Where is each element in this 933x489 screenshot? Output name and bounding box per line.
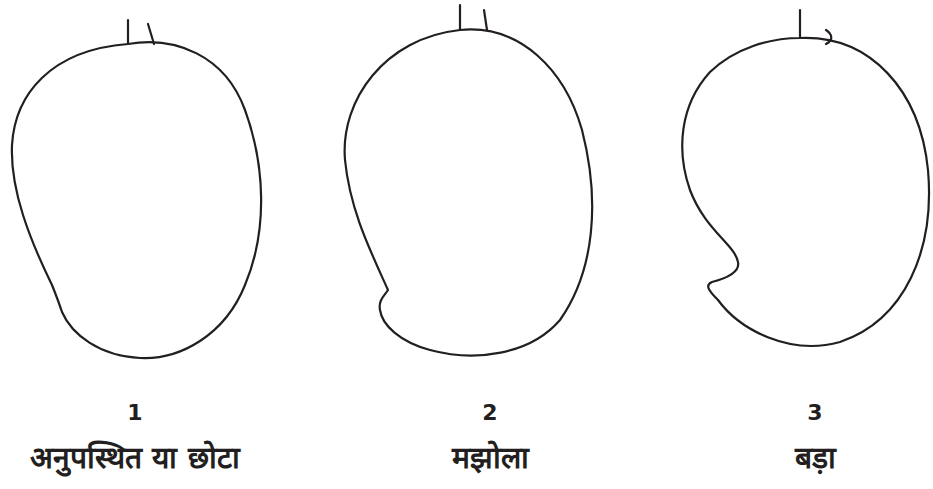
callout-number: 3 (807, 400, 822, 425)
stalk (148, 24, 154, 44)
size-label: बड़ा (795, 436, 836, 477)
stalk (826, 30, 831, 44)
stalk (127, 20, 129, 44)
fruit-outline (345, 29, 593, 355)
fruit-outline (12, 42, 261, 358)
callout-number: 2 (482, 400, 497, 425)
stalk (459, 5, 461, 30)
fruit-outline (682, 38, 929, 346)
size-label: अनुपस्थित या छोटा (30, 436, 240, 477)
size-label: मझोला (452, 436, 529, 477)
stalk (484, 10, 487, 30)
stalk (799, 10, 801, 38)
callout-number: 1 (127, 400, 142, 425)
